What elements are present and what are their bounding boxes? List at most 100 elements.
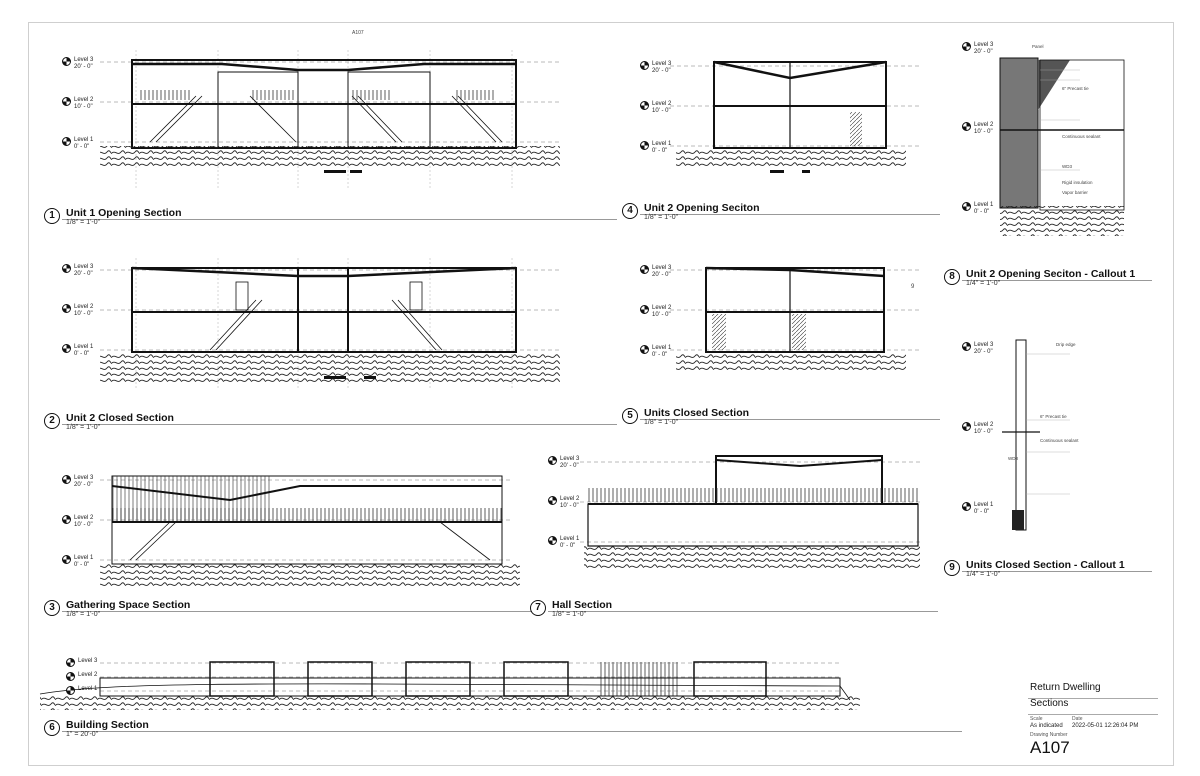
detail-note-sealant: Continuous sealant	[1062, 134, 1101, 139]
view-number: 8	[944, 269, 960, 285]
level-marker-icon	[548, 536, 557, 545]
level-marker-icon	[962, 122, 971, 131]
view-9-drawing	[1002, 339, 1070, 531]
level-marker-icon	[962, 422, 971, 431]
detail-note-sealant-9: Continuous sealant	[1040, 438, 1079, 443]
v6-level-1: Level 1	[66, 686, 97, 695]
view-name: Unit 2 Opening Seciton - Callout 1	[966, 268, 1136, 280]
view-scale: 1/8" = 1'-0"	[644, 214, 679, 221]
scale-label: Scale	[1030, 716, 1043, 722]
view-scale: 1/4" = 1'-0"	[966, 571, 1001, 578]
view-number: 6	[44, 720, 60, 736]
view-number: 4	[622, 203, 638, 219]
view-scale: 1/8" = 1'-0"	[552, 611, 587, 618]
view-name: Unit 2 Closed Section	[66, 412, 174, 424]
level-marker-icon	[62, 555, 71, 564]
date-label: Date	[1072, 716, 1083, 722]
view-scale: 1" = 20'-0"	[66, 731, 99, 738]
level-marker-icon	[66, 672, 75, 681]
view-name: Units Closed Section - Callout 1	[966, 559, 1125, 571]
view-scale: 1/8" = 1'-0"	[66, 611, 101, 618]
level-marker-icon	[62, 304, 71, 313]
view-name: Hall Section	[552, 599, 613, 611]
view-scale: 1/4" = 1'-0"	[966, 280, 1001, 287]
detail-note-wd: WD3	[1062, 164, 1072, 169]
level-marker-icon	[66, 686, 75, 695]
drawing-number-label: Drawing Number	[1030, 732, 1068, 738]
detail-note-insulation: Rigid insulation	[1062, 180, 1093, 185]
view-number: 5	[622, 408, 638, 424]
project-name: Return Dwelling	[1028, 682, 1158, 699]
view-7-drawing	[580, 455, 920, 568]
view-name: Building Section	[66, 719, 149, 731]
detail-note-wd-9: WD3	[1008, 456, 1018, 461]
level-marker-icon	[640, 305, 649, 314]
level-marker-icon	[640, 61, 649, 70]
view-number: 7	[530, 600, 546, 616]
view-scale: 1/8" = 1'-0"	[644, 419, 679, 426]
level-marker-icon	[640, 265, 649, 274]
level-marker-icon	[62, 97, 71, 106]
view-5-drawing	[670, 266, 920, 372]
detail-note-drip: Drip edge	[1056, 342, 1076, 347]
view-8-drawing	[999, 57, 1125, 236]
v6-level-3: Level 3	[66, 658, 97, 667]
level-marker-icon	[62, 515, 71, 524]
view-name: Units Closed Section	[644, 407, 750, 419]
level-marker-icon	[548, 456, 557, 465]
view-4-drawing	[670, 60, 920, 173]
section-tag-a107: A107	[352, 30, 364, 36]
drawing-number: A107	[1030, 738, 1070, 757]
level-marker-icon	[548, 496, 557, 505]
date-value: 2022-05-01 12:26:04 PM	[1072, 723, 1139, 729]
level-marker-icon	[962, 42, 971, 51]
detail-note-precast: 6" Precast tie	[1062, 86, 1089, 91]
view-6-drawing	[39, 661, 860, 710]
level-marker-icon	[62, 475, 71, 484]
level-marker-icon	[62, 57, 71, 66]
detail-note-panel: Panel	[1032, 44, 1044, 49]
level-marker-icon	[640, 141, 649, 150]
level-marker-icon	[640, 345, 649, 354]
callout-9-tag: 9	[911, 284, 915, 290]
view-3-drawing	[100, 475, 520, 588]
v6-level-2: Level 2	[66, 672, 97, 681]
level-marker-icon	[962, 202, 971, 211]
level-marker-icon	[62, 264, 71, 273]
title-block: Return Dwelling Sections Scale As indica…	[1028, 682, 1158, 760]
view-2-drawing	[100, 258, 560, 390]
view-scale: 1/8" = 1'-0"	[66, 219, 101, 226]
view-number: 2	[44, 413, 60, 429]
view-number: 1	[44, 208, 60, 224]
detail-note-vapor: Vapor barrier	[1062, 190, 1088, 195]
view-name: Unit 2 Opening Seciton	[644, 202, 760, 214]
level-marker-icon	[62, 137, 71, 146]
view-number: 9	[944, 560, 960, 576]
scale-value: As indicated	[1030, 723, 1063, 729]
level-marker-icon	[66, 658, 75, 667]
view-number: 3	[44, 600, 60, 616]
sheet-name: Sections	[1028, 698, 1158, 715]
